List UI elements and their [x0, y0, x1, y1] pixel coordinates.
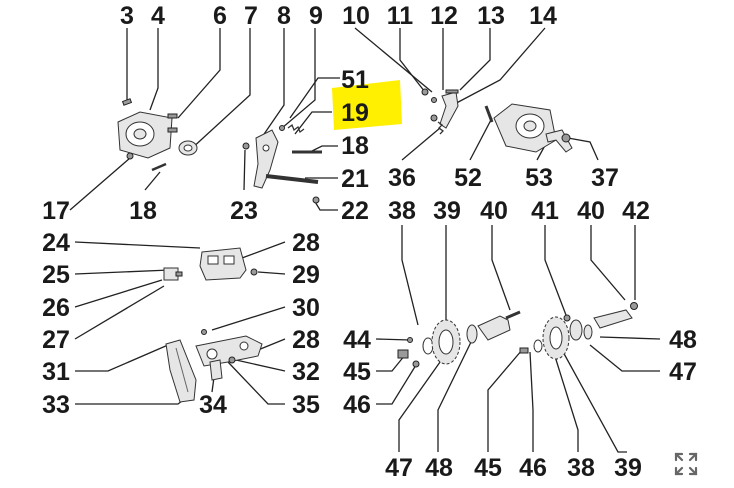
part-label: 24 [42, 229, 70, 257]
part-label: 32 [292, 358, 320, 386]
part-label: 40 [480, 197, 508, 225]
part-label: 38 [567, 454, 595, 482]
part-label: 46 [343, 391, 371, 419]
part-label: 47 [669, 358, 697, 386]
part-label: 14 [529, 2, 557, 30]
part-label-highlighted: 19 [341, 99, 369, 127]
part-label: 51 [341, 66, 369, 94]
part-label: 29 [292, 261, 320, 289]
highlight-marker [332, 80, 402, 130]
part-label: 18 [129, 197, 157, 225]
part-label: 28 [292, 326, 320, 354]
part-label: 7 [244, 2, 258, 30]
part-number-labels: 3 4 6 7 8 9 10 11 12 13 14 51 19 18 21 2… [42, 2, 697, 482]
part-label: 38 [388, 197, 416, 225]
gear-39a [431, 319, 461, 365]
part-label: 47 [385, 454, 413, 482]
part-label: 12 [430, 2, 458, 30]
gear-39b [542, 316, 570, 360]
part-label: 39 [433, 197, 461, 225]
part-label: 26 [42, 294, 70, 322]
leader-lines [69, 27, 661, 453]
expand-button[interactable] [672, 450, 700, 478]
part-label: 36 [388, 164, 416, 192]
part-label: 13 [477, 2, 505, 30]
part-label: 37 [591, 164, 619, 192]
part-label: 27 [42, 326, 70, 354]
part-label: 18 [341, 132, 369, 160]
part-label: 45 [343, 358, 371, 386]
part-label: 42 [622, 197, 650, 225]
expand-icon [674, 452, 698, 476]
part-label: 52 [454, 164, 482, 192]
part-label: 4 [151, 2, 165, 30]
part-label: 48 [669, 326, 697, 354]
part-label: 17 [42, 197, 70, 225]
part-label: 46 [519, 454, 547, 482]
part-label: 25 [42, 261, 70, 289]
part-label: 40 [577, 197, 605, 225]
part-label: 33 [42, 391, 70, 419]
part-label: 34 [199, 391, 227, 419]
part-label: 3 [120, 2, 134, 30]
part-label: 8 [277, 2, 291, 30]
part-drawings [117, 88, 638, 403]
part-label: 48 [425, 454, 453, 482]
part-label: 39 [614, 454, 642, 482]
part-label: 10 [342, 2, 370, 30]
part-label: 6 [213, 2, 227, 30]
part-label: 41 [531, 197, 559, 225]
part-label: 23 [230, 197, 258, 225]
part-label: 9 [309, 2, 323, 30]
part-label: 21 [341, 165, 369, 193]
part-label: 28 [292, 229, 320, 257]
part-label: 44 [343, 326, 371, 354]
part-label: 35 [292, 391, 320, 419]
part-label: 45 [474, 454, 502, 482]
part-label: 11 [387, 2, 414, 30]
part-label: 53 [525, 164, 553, 192]
part-label: 22 [341, 197, 369, 225]
part-label: 31 [42, 358, 70, 386]
part-label: 30 [292, 294, 320, 322]
